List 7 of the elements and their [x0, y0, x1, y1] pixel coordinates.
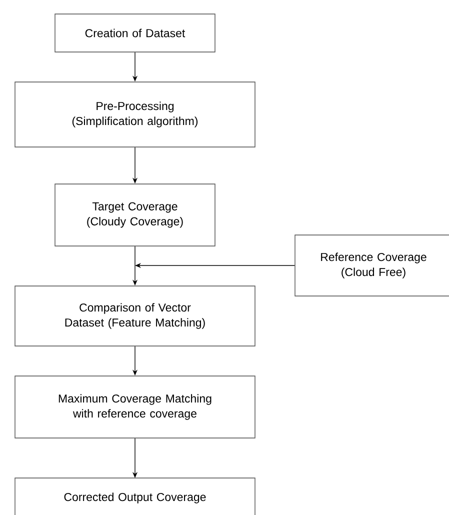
- process-box: Reference Coverage (Cloud Free): [294, 234, 449, 296]
- process-box: Target Coverage (Cloudy Coverage): [54, 184, 216, 246]
- process-box: Pre-Processing (Simplification algorithm): [14, 82, 256, 148]
- process-box: Corrected Output Coverage: [14, 478, 256, 515]
- process-box: Comparison of Vector Dataset (Feature Matching): [14, 286, 256, 346]
- process-box: Creation of Dataset: [54, 14, 216, 52]
- process-box: Maximum Coverage Matching with reference coverage: [14, 376, 256, 438]
